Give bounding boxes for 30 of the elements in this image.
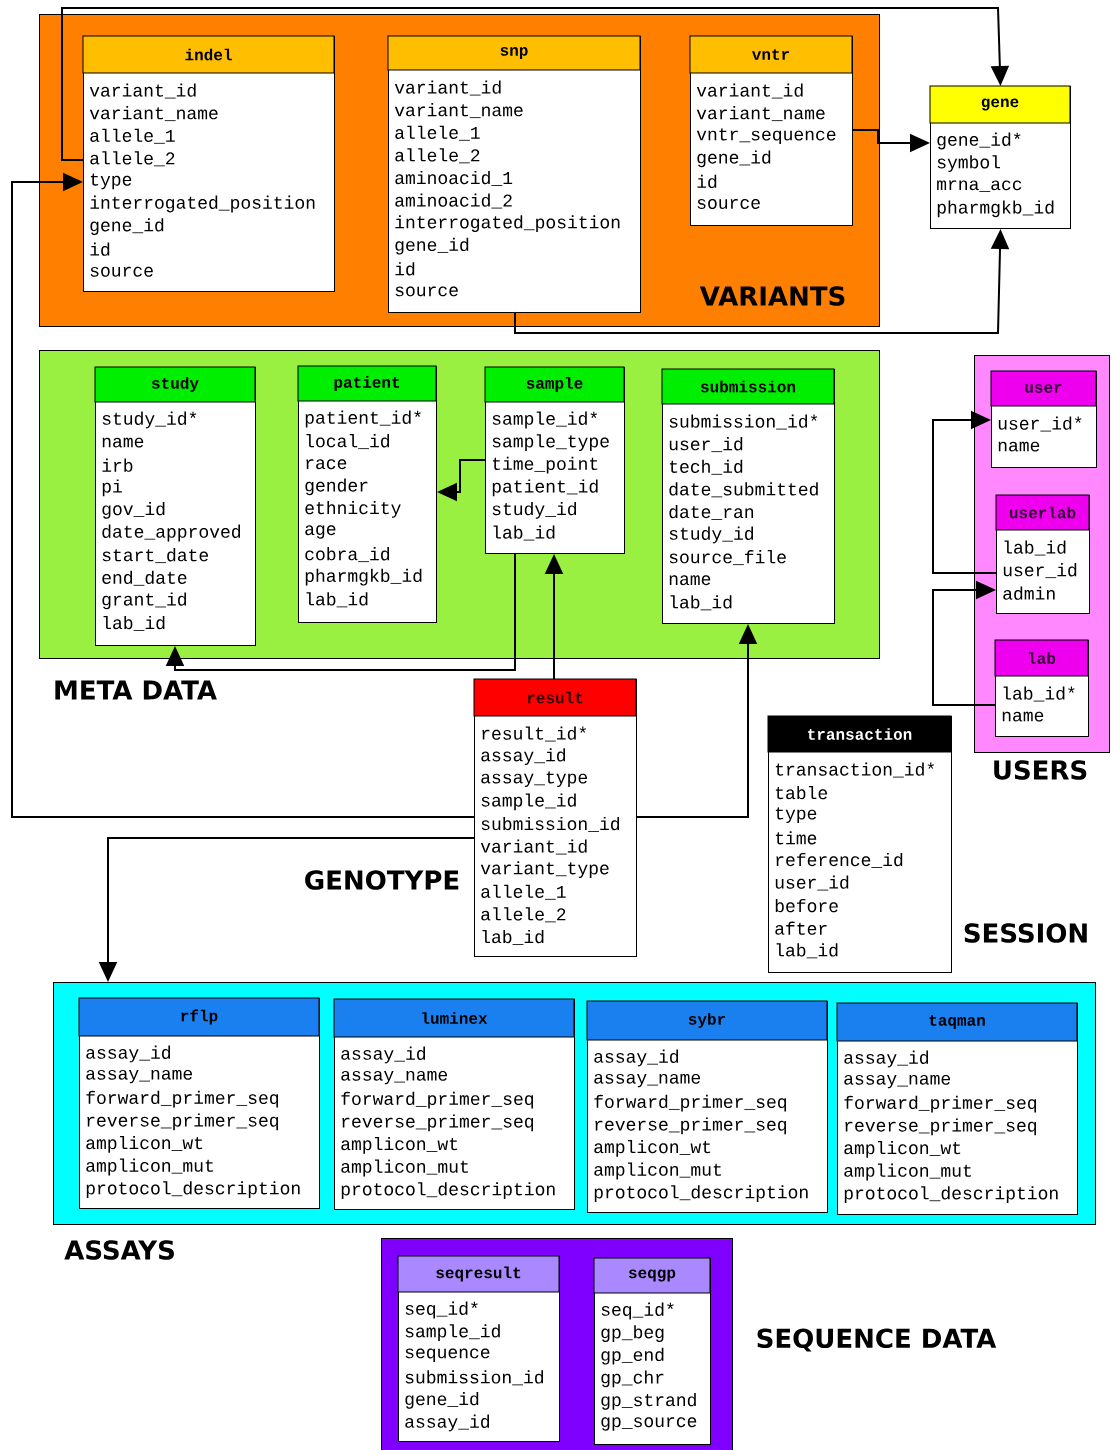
db-table: user user_id* name	[990, 370, 1097, 468]
arrow	[932, 580, 996, 706]
arrow	[11, 172, 475, 818]
db-table: transaction transaction_id* table type time reference_id user_id before after lab_id	[767, 715, 952, 973]
db-table: userlab lab_id user_id admin	[995, 494, 1090, 614]
node-label: ASSAYS	[64, 1240, 174, 1260]
db-table: lab lab_id* name	[994, 639, 1089, 737]
section-heading: GENOTYPE	[305, 870, 459, 890]
db-table: gene gene_id* symbol mrna_acc pharmgkb_id	[929, 85, 1071, 229]
db-table: result result_id* assay_id assay_type sample_id submission_id variant_id variant_type allele_1 allele_2 lab_id	[473, 678, 637, 957]
db-table: vntr variant_id variant_name vntr_sequence gene_id id source	[689, 35, 853, 226]
db-table: rflp assay_id assay_name forward_primer_seq reverse_primer_seq amplicon_wt amplicon_mut protocol_description	[78, 997, 320, 1209]
db-table: seqgp seq_id* gp_beg gp_end gp_chr gp_strand gp_source	[593, 1257, 711, 1445]
db-table: seqresult seq_id* sample_id sequence submission_id gene_id assay_id	[397, 1255, 560, 1442]
node-label: SEQUENCE DATA	[757, 1328, 997, 1352]
node-label: USERS	[994, 760, 1087, 780]
arrow	[61, 7, 1010, 161]
db-table: submission submission_id* user_id tech_id date_submitted date_ran study_id source_file name lab_id	[661, 368, 835, 624]
section-heading: SESSION	[964, 923, 1087, 943]
db-table: study study_id* name irb pi gov_id date_approved start_date end_date grant_id lab_id	[94, 366, 256, 646]
db-table: sample sample_id* sample_type time_point patient_id study_id lab_id	[484, 366, 625, 554]
node-label: META DATA	[55, 680, 217, 700]
db-table: indel variant_id variant_name allele_1 allele_2 type interrogated_position gene_id id source	[82, 35, 335, 292]
arrow	[165, 553, 516, 671]
db-table: luminex assay_id assay_name forward_primer_seq reverse_primer_seq amplicon_wt amplicon_mut protocol_description	[333, 998, 575, 1210]
db-table: snp variant_id variant_name allele_1 allele_2 aminoacid_1 aminoacid_2 interrogated_position gene_id id source	[387, 35, 641, 313]
db-table: patient patient_id* local_id race gender ethnicity age cobra_id pharmgkb_id lab_id	[297, 365, 437, 623]
db-table: taqman assay_id assay_name forward_primer_seq reverse_primer_seq amplicon_wt amplicon_mut protocol_description	[836, 1002, 1078, 1215]
arrow	[932, 410, 997, 574]
db-table: sybr assay_id assay_name forward_primer_seq reverse_primer_seq amplicon_wt amplicon_mut protocol_description	[586, 1000, 828, 1213]
